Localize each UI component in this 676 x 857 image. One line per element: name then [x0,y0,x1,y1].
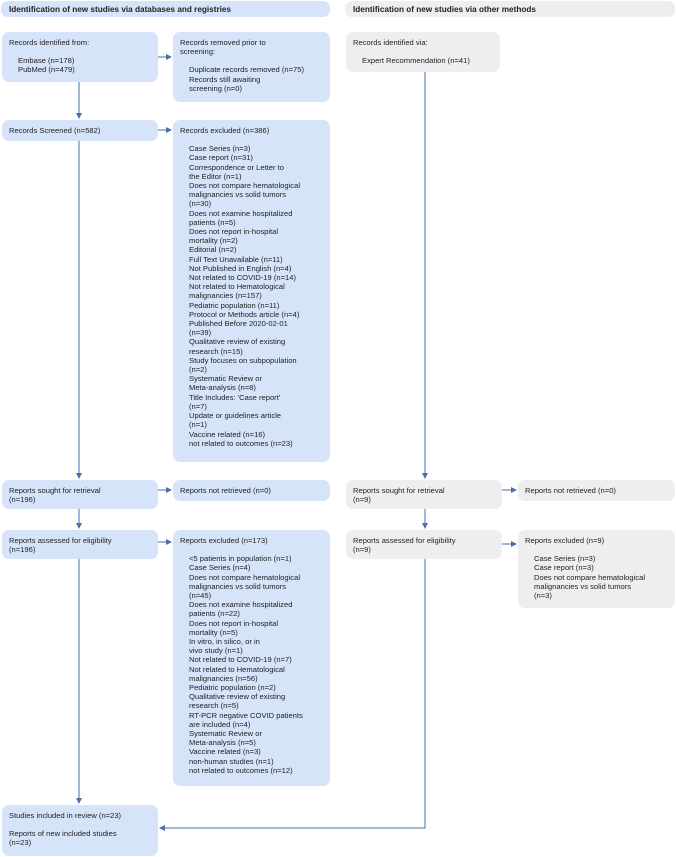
header-databases: Identification of new studies via databa… [1,1,330,17]
reports-excluded-list: <5 patients in population (n=1)Case Seri… [180,554,323,775]
reports-assessed-title: Reports assessed for eligibility (n=196) [9,536,112,555]
exclusion-reason: Full Text Unavailable (n=11) [189,254,283,264]
exclusion-reason: RT-PCR negative COVID patients are inclu… [189,710,303,729]
other-reports-excluded-title: Reports excluded (n=9) [525,536,605,545]
studies-included-title: Studies included in review (n=23) [9,811,122,820]
exclusion-reason: Vaccine related (n=16) [189,429,266,439]
exclusion-reason: In vitro, in silico, or in vivo study (n… [189,637,260,656]
records-identified-box: Records identified from: Embase (n=178) … [2,32,158,82]
records-removed-item: Records still awaiting screening (n=0) [189,74,261,93]
exclusion-reason: not related to outcomes (n=12) [189,765,293,775]
reports-sought-title: Reports sought for retrieval (n=196) [9,486,101,505]
reports-not-retrieved-title: Reports not retrieved (n=0) [180,486,271,495]
exclusion-reason: Published Before 2020-02-01 (n=39) [189,319,288,338]
other-reports-not-retrieved-title: Reports not retrieved (n=0) [525,486,616,495]
exclusion-reason: Does not compare hematological malignanc… [189,572,301,601]
exclusion-reason: Study focuses on subpopulation (n=2) [189,355,297,375]
exclusion-reason: Not related to COVID-19 (n=7) [189,655,292,665]
records-identified-via-item: Expert Recommendation (n=41) [362,56,470,66]
exclusion-reason: Does not examine hospitalized patients (… [189,208,293,227]
exclusion-reason: Systematic Review or Meta-analysis (n=8) [189,374,263,393]
exclusion-reason: non-human studies (n=1) [189,756,274,766]
exclusion-reason: Does not examine hospitalized patients (… [189,600,293,619]
arrow-other-assessed-to-included [159,559,426,831]
exclusion-reason: Protocol or Methods article (n=4) [189,309,300,319]
records-identified-item: PubMed (n=479) [18,65,75,75]
exclusion-reason: Case report (n=31) [189,153,253,163]
other-reports-sought-box: Reports sought for retrieval (n=9) [346,480,502,509]
exclusion-reason: Case Series (n=3) [534,554,596,564]
exclusion-reason: Title Includes: 'Case report' (n=7) [189,392,281,411]
other-reports-excluded-box: Reports excluded (n=9) Case Series (n=3)… [518,530,675,608]
exclusion-reason: Systematic Review or Meta-analysis (n=5) [189,729,263,748]
exclusion-reason: Update or guidelines article (n=1) [189,411,282,430]
exclusion-reason: Vaccine related (n=3) [189,747,261,757]
studies-included-box: Studies included in review (n=23) Report… [2,805,158,856]
exclusion-reason: Not related to Hematological malignancie… [189,282,285,301]
records-screened-box: Records Screened (n=582) [2,120,158,141]
exclusion-reason: <5 patients in population (n=1) [189,554,292,564]
records-removed-item: Duplicate records removed (n=75) [189,65,305,75]
records-identified-item: Embase (n=178) [18,56,75,66]
exclusion-reason: Pediatric population (n=2) [189,683,276,693]
records-excluded-title: Records excluded (n=386) [180,126,270,135]
other-reports-assessed-title: Reports assessed for eligibility (n=9) [353,536,456,555]
exclusion-reason: Case Series (n=4) [189,563,251,573]
exclusion-reason: Qualitative review of existing research … [189,692,286,711]
exclusion-reason: Not Published in English (n=4) [189,263,292,273]
header-other-methods-label: Identification of new studies via other … [353,5,536,14]
exclusion-reason: Does not report in-hospital mortality (n… [189,618,279,637]
exclusion-reason: Editorial (n=2) [189,245,237,255]
records-excluded-box: Records excluded (n=386) Case Series (n=… [173,120,330,462]
records-screened-title: Records Screened (n=582) [9,126,101,135]
records-identified-via-box: Records identified via: Expert Recommend… [346,32,500,72]
reports-assessed-box: Reports assessed for eligibility (n=196) [2,530,158,559]
other-reports-sought-title: Reports sought for retrieval (n=9) [353,486,445,505]
exclusion-reason: Not related to Hematological malignancie… [189,664,285,683]
exclusion-reason: Case report (n=3) [534,563,594,573]
exclusion-reason: Case Series (n=3) [189,144,251,154]
records-removed-title: Records removed prior to screening: [180,38,266,57]
reports-not-retrieved-box: Reports not retrieved (n=0) [173,480,330,501]
exclusion-reason: Does not compare hematological malignanc… [189,181,301,209]
records-identified-title: Records identified from: [9,38,90,47]
other-reports-not-retrieved-box: Reports not retrieved (n=0) [518,480,675,501]
exclusion-reason: Correspondence or Letter to the Editor (… [189,162,284,181]
reports-included-subtitle: Reports of new included studies (n=23) [9,829,117,848]
reports-sought-box: Reports sought for retrieval (n=196) [2,480,158,509]
reports-excluded-title: Reports excluded (n=173) [180,536,268,545]
other-reports-assessed-box: Reports assessed for eligibility (n=9) [346,530,502,559]
records-removed-box: Records removed prior to screening: Dupl… [173,32,330,102]
exclusion-reason: not related to outcomes (n=23) [189,438,293,448]
records-excluded-list: Case Series (n=3)Case report (n=31)Corre… [180,144,323,448]
reports-excluded-box: Reports excluded (n=173) <5 patients in … [173,530,330,786]
exclusion-reason: Qualitative review of existing research … [189,337,286,356]
exclusion-reason: Does not report in-hospital mortality (n… [189,227,279,246]
exclusion-reason: Pediatric population (n=11) [189,300,280,310]
exclusion-reason: Not related to COVID-19 (n=14) [189,273,296,283]
exclusion-reason: Does not compare hematological malignanc… [534,572,646,601]
header-databases-label: Identification of new studies via databa… [9,5,232,14]
other-reports-excluded-list: Case Series (n=3)Case report (n=3)Does n… [525,554,668,600]
records-identified-via-title: Records identified via: [353,38,428,47]
header-other-methods: Identification of new studies via other … [345,1,675,17]
